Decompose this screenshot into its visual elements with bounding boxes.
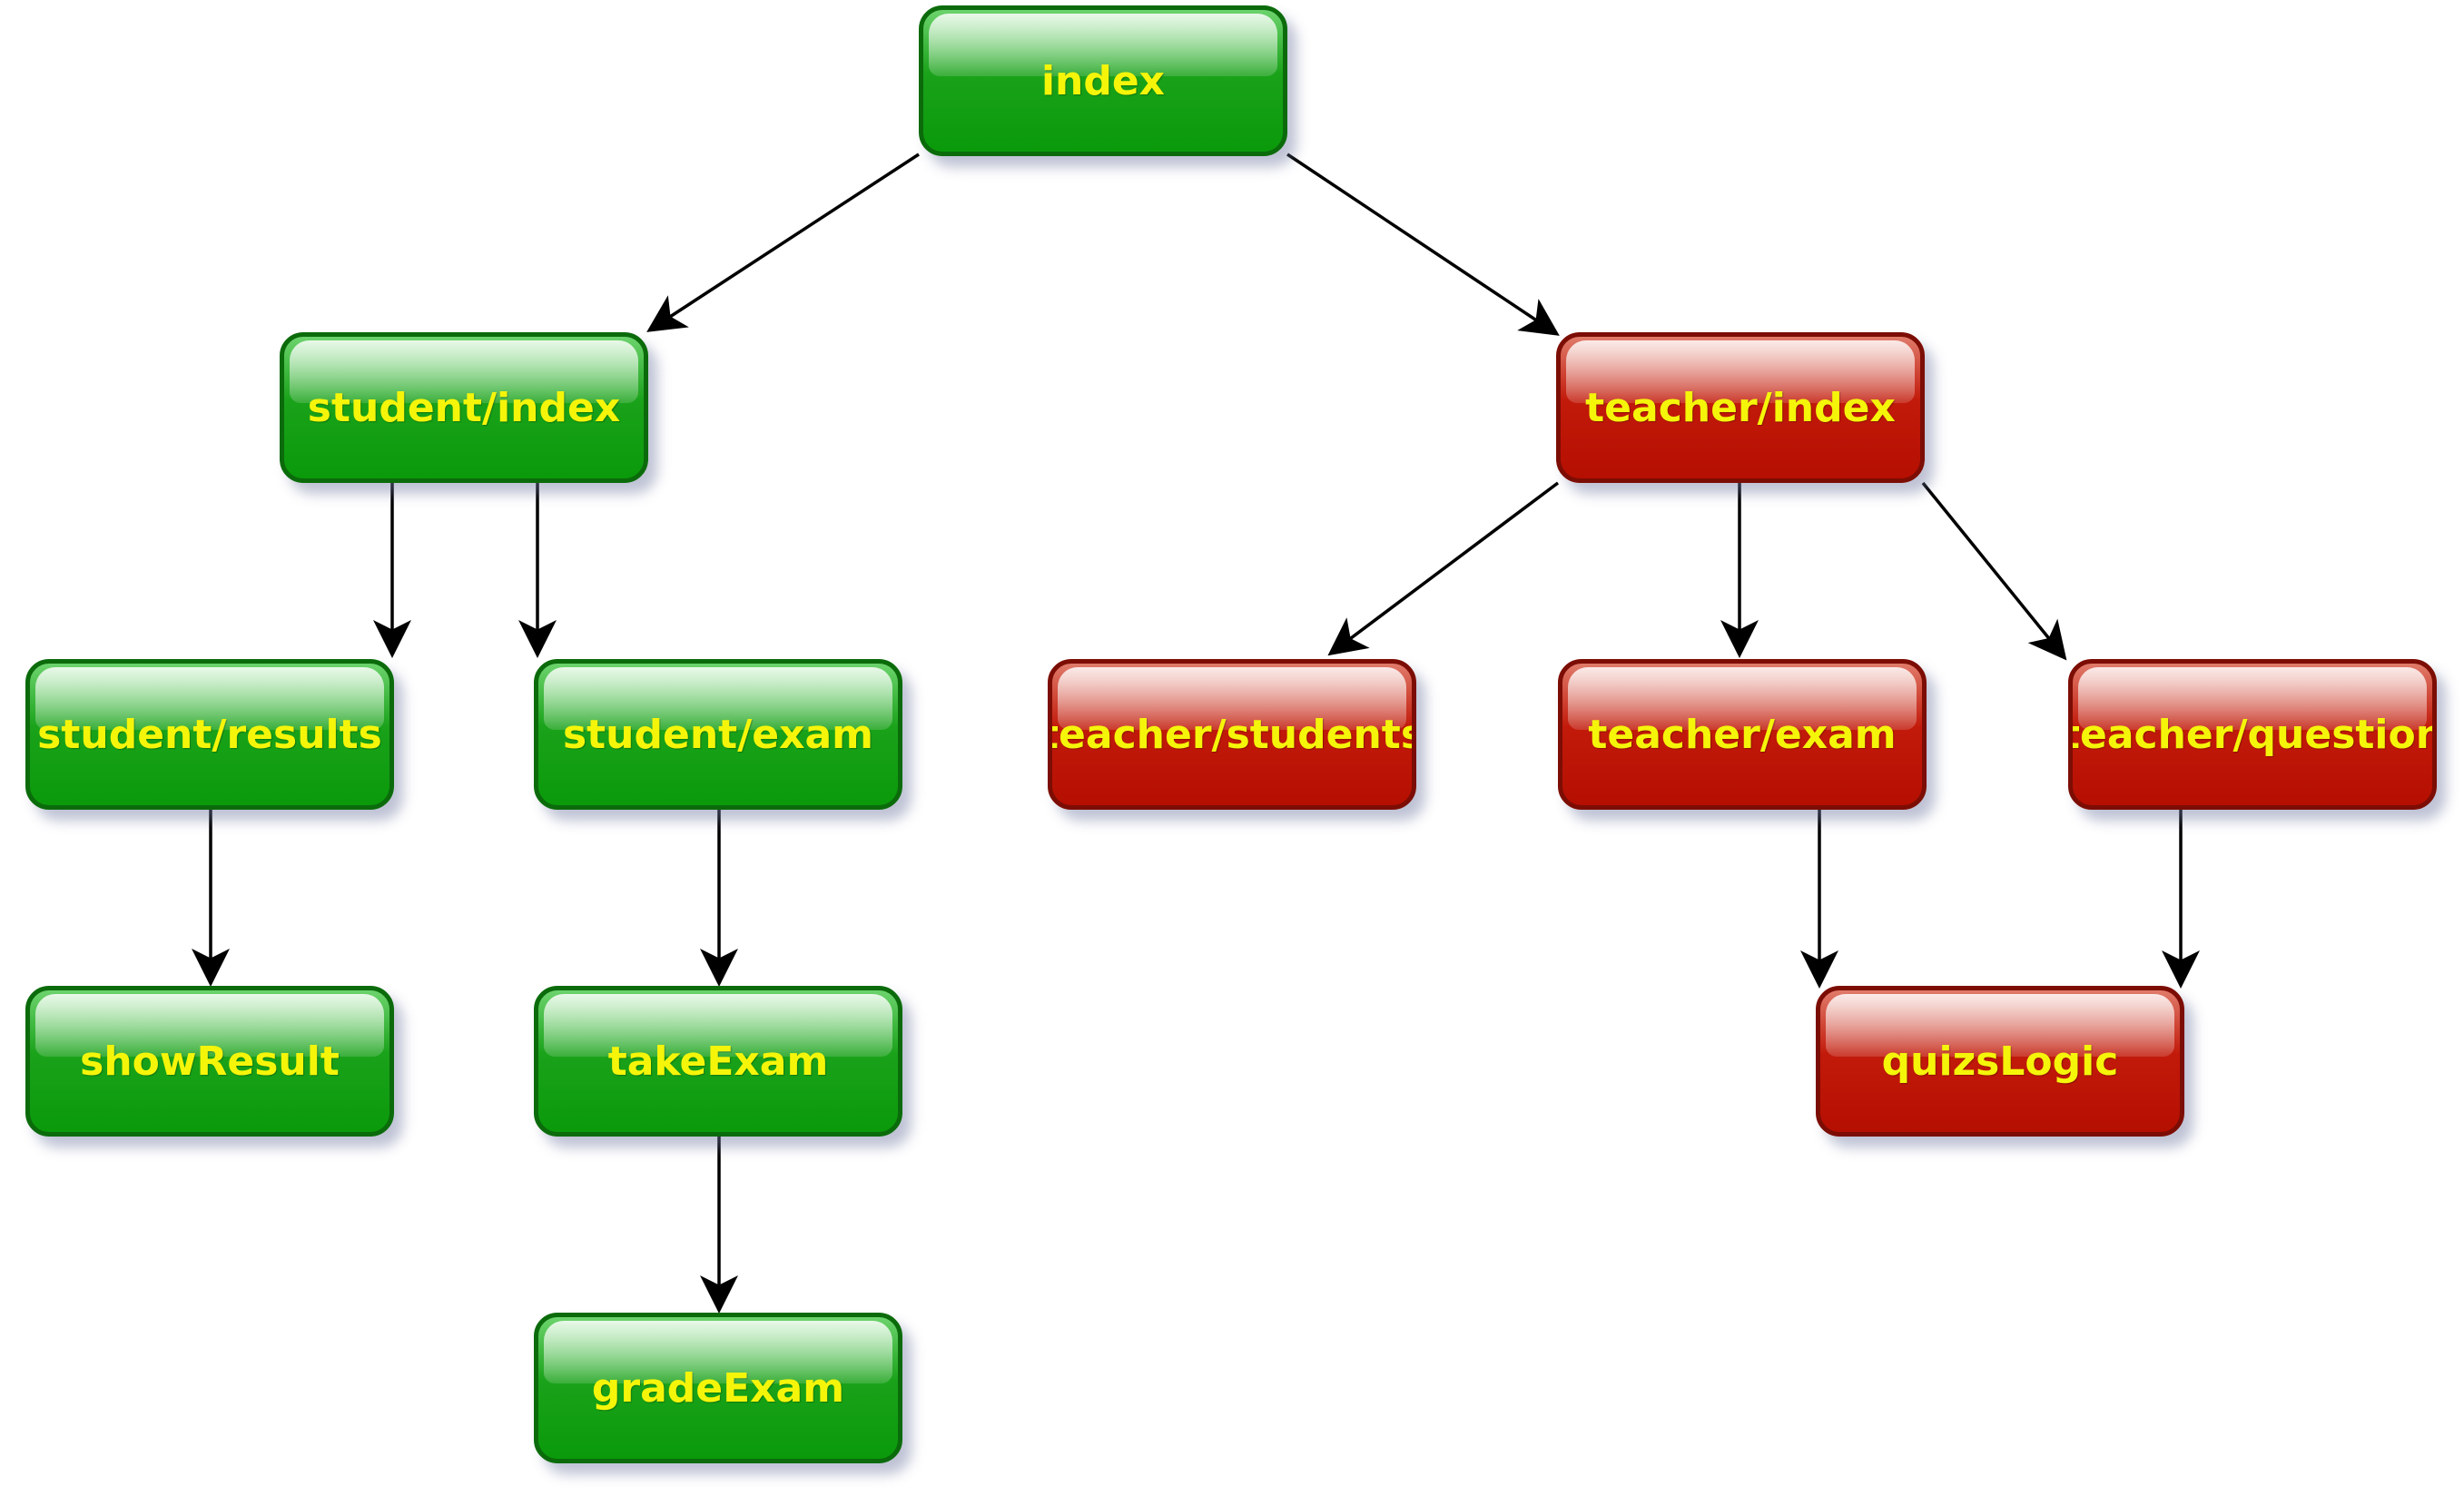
node-teacher-exam[interactable]: teacher/exam [1558, 659, 1927, 810]
node-teacher-index[interactable]: teacher/index [1556, 332, 1925, 483]
node-grade-exam[interactable]: gradeExam [534, 1313, 902, 1463]
node-student-results-label: student/results [37, 711, 382, 758]
edge-index-to-student-index [646, 153, 920, 332]
node-quizs-logic-label: quizsLogic [1881, 1038, 2119, 1085]
node-quizs-logic[interactable]: quizsLogic [1816, 986, 2184, 1137]
node-student-exam[interactable]: student/exam [534, 659, 902, 810]
node-student-results[interactable]: student/results [25, 659, 394, 810]
node-teacher-index-label: teacher/index [1585, 384, 1896, 431]
node-take-exam[interactable]: takeExam [534, 986, 902, 1137]
node-teacher-students-label: teacher/students [1048, 711, 1416, 758]
node-teacher-question[interactable]: teacher/question [2068, 659, 2437, 810]
edge-teacher-index-to-teacher-question [1921, 481, 2067, 661]
node-student-index[interactable]: student/index [280, 332, 648, 483]
edge-index-to-teacher-index [1286, 153, 1560, 336]
edge-teacher-index-to-teacher-students [1327, 481, 1560, 656]
node-show-result[interactable]: showResult [25, 986, 394, 1137]
node-take-exam-label: takeExam [607, 1038, 829, 1085]
node-student-index-label: student/index [307, 384, 621, 431]
node-show-result-label: showResult [80, 1038, 340, 1085]
node-index-label: index [1040, 57, 1166, 104]
node-teacher-students[interactable]: teacher/students [1048, 659, 1416, 810]
node-teacher-exam-label: teacher/exam [1588, 711, 1897, 758]
node-teacher-question-label: teacher/question [2068, 711, 2437, 758]
node-index[interactable]: index [919, 5, 1287, 156]
node-student-exam-label: student/exam [562, 711, 874, 758]
node-grade-exam-label: gradeExam [591, 1364, 845, 1412]
